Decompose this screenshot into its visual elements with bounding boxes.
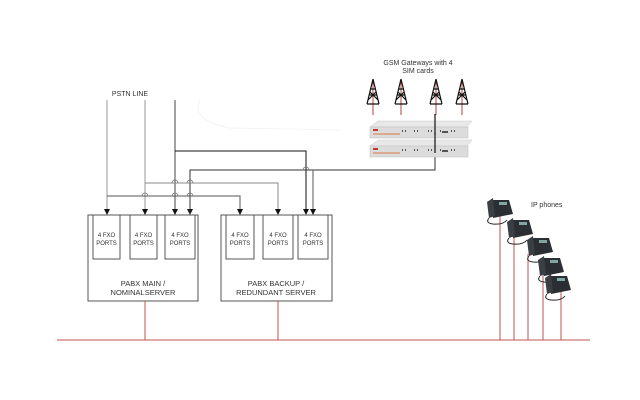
pabx-main-server[interactable]: 4 FXO PORTS 4 FXO PORTS 4 FXO PORTS PABX… bbox=[87, 214, 199, 302]
ip-phone-icon[interactable] bbox=[545, 274, 571, 301]
antenna-tower-icon bbox=[455, 78, 469, 115]
link-pstn1-to-backup bbox=[107, 195, 241, 214]
port-label: 4 FXO bbox=[304, 233, 322, 239]
antenna-towers bbox=[366, 78, 469, 115]
link-pstn3-to-backup bbox=[175, 150, 307, 214]
backup-server-label-2: REDUNDANT SERVER bbox=[236, 288, 316, 297]
port-label: 4 FXO bbox=[135, 233, 153, 239]
backup-server-arrows bbox=[237, 209, 316, 215]
fxo-port-block: 4 FXO PORTS bbox=[262, 214, 294, 260]
gsm-label-1: GSM Gateways with 4 bbox=[383, 60, 452, 67]
ip-phones-label: IP phones bbox=[531, 202, 563, 209]
antenna-tower-icon bbox=[394, 78, 408, 115]
port-label: PORTS bbox=[303, 241, 324, 247]
port-label: 4 FXO bbox=[98, 233, 116, 239]
ip-phones bbox=[487, 198, 571, 340]
port-label: 4 FXO bbox=[269, 233, 287, 239]
port-label: 4 FXO bbox=[231, 233, 249, 239]
fxo-port-block: 4 FXO PORTS bbox=[164, 214, 196, 260]
ip-phone-icon[interactable] bbox=[527, 236, 553, 263]
fxo-port-block: 4 FXO PORTS bbox=[92, 214, 121, 260]
backup-server-label-1: PABX BACKUP / bbox=[248, 279, 305, 288]
main-server-label-2: NOMINALSERVER bbox=[111, 288, 176, 297]
antenna-tower-icon bbox=[366, 78, 380, 115]
port-label: PORTS bbox=[96, 241, 117, 247]
ghost-artifact bbox=[197, 99, 341, 131]
port-label: PORTS bbox=[170, 241, 191, 247]
line-hops bbox=[141, 166, 310, 197]
antenna-tower-icon bbox=[429, 78, 443, 115]
fxo-port-block: 4 FXO PORTS bbox=[297, 214, 329, 260]
main-server-arrows bbox=[104, 209, 193, 215]
link-pstn2-to-backup bbox=[145, 182, 279, 214]
ip-phone-icon[interactable] bbox=[487, 198, 513, 225]
ip-phone-icon[interactable] bbox=[507, 218, 533, 245]
gsm-label-2: SIM cards bbox=[402, 68, 434, 75]
port-label: PORTS bbox=[230, 241, 251, 247]
gsm-gateway-1[interactable] bbox=[369, 114, 473, 139]
pstn-line-label: PSTN LINE bbox=[112, 91, 149, 98]
port-label: PORTS bbox=[133, 241, 154, 247]
port-label: PORTS bbox=[268, 241, 289, 247]
main-server-label-1: PABX MAIN / bbox=[121, 279, 166, 288]
gsm-gateway-2[interactable] bbox=[369, 133, 473, 158]
port-label: 4 FXO bbox=[171, 233, 189, 239]
ip-phone-icon[interactable] bbox=[538, 256, 564, 283]
fxo-port-block: 4 FXO PORTS bbox=[225, 214, 255, 260]
fxo-port-block: 4 FXO PORTS bbox=[129, 214, 158, 260]
pabx-backup-server[interactable]: 4 FXO PORTS 4 FXO PORTS 4 FXO PORTS PABX… bbox=[220, 214, 333, 302]
